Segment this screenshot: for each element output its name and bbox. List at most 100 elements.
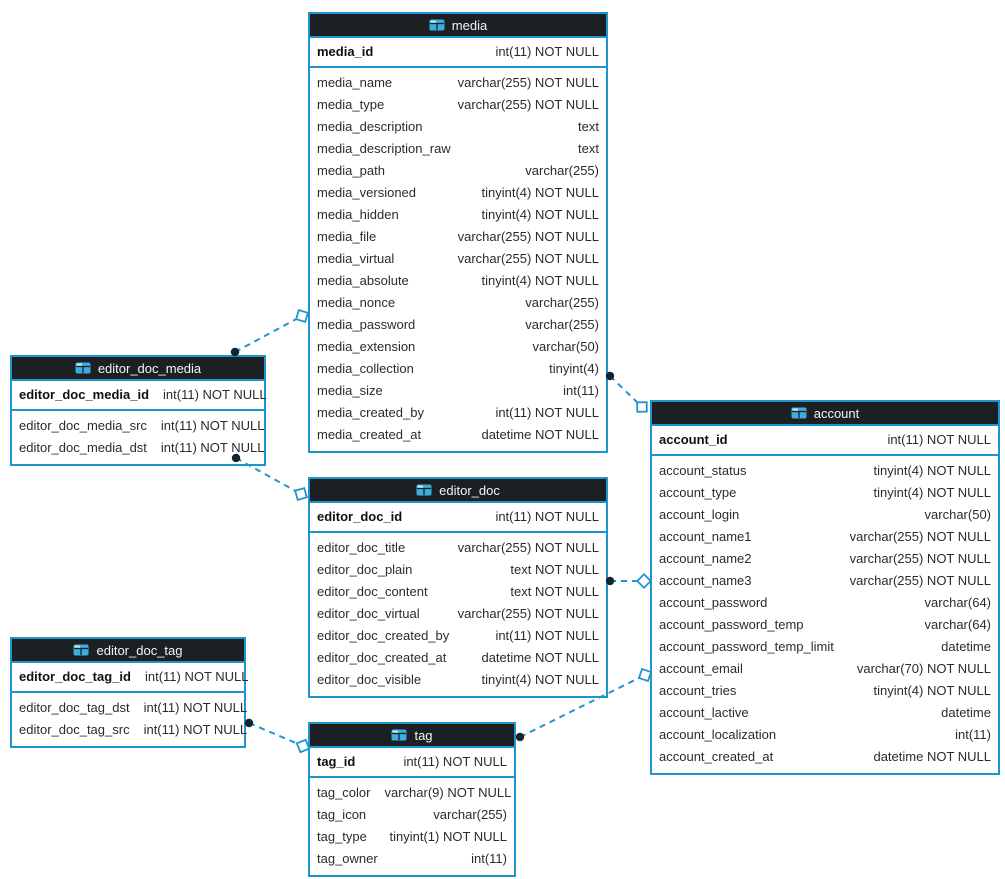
column-row-tag-tag_owner: tag_owner int(11) xyxy=(310,848,514,870)
column-row-account-account_login: account_login varchar(50) xyxy=(652,504,998,526)
column-type: int(11) NOT NULL xyxy=(495,509,599,524)
column-name: account_type xyxy=(659,485,737,500)
column-type: varchar(255) xyxy=(525,317,599,332)
column-name: account_status xyxy=(659,463,747,478)
column-name: tag_owner xyxy=(317,851,378,866)
column-type: int(11) NOT NULL xyxy=(887,432,991,447)
column-type: varchar(255) xyxy=(525,163,599,178)
column-name: tag_color xyxy=(317,785,371,800)
table-header-editor_doc_tag[interactable]: editor_doc_tag xyxy=(12,639,244,663)
column-name: account_password_temp xyxy=(659,617,804,632)
column-name: editor_doc_plain xyxy=(317,562,413,577)
column-name: account_password_temp_limit xyxy=(659,639,834,654)
column-type: datetime NOT NULL xyxy=(873,749,991,764)
column-type: text NOT NULL xyxy=(510,562,599,577)
table-title: editor_doc_tag xyxy=(96,642,183,658)
table-editor_doc_media[interactable]: editor_doc_media editor_doc_media_id int(1… xyxy=(10,355,267,466)
column-name: media_created_at xyxy=(317,427,422,442)
column-type: varchar(50) xyxy=(924,507,991,522)
column-name: media_absolute xyxy=(317,273,409,288)
column-name: editor_doc_virtual xyxy=(317,606,420,621)
column-type: int(11) NOT NULL xyxy=(143,722,248,737)
table-header-account[interactable]: account xyxy=(652,402,998,426)
connection-editor_doc-to-account xyxy=(605,573,652,589)
column-type: tinyint(4) NOT NULL xyxy=(481,672,599,687)
column-type: tinyint(1) NOT NULL xyxy=(389,829,507,844)
column-type: datetime xyxy=(941,705,991,720)
column-type: int(11) NOT NULL xyxy=(495,628,599,643)
column-row-account-account_email: account_email varchar(70) NOT NULL xyxy=(652,658,998,680)
column-type: int(11) NOT NULL xyxy=(495,44,599,59)
column-name: editor_doc_created_by xyxy=(317,628,450,643)
table-header-editor_doc[interactable]: editor_doc xyxy=(310,479,606,503)
column-type: tinyint(4) xyxy=(549,361,599,376)
column-name: account_name2 xyxy=(659,551,752,566)
column-name: editor_doc_title xyxy=(317,540,406,555)
column-type: int(11) xyxy=(471,851,507,866)
column-type: int(11) xyxy=(563,383,599,398)
column-name: editor_doc_media_dst xyxy=(19,440,147,455)
column-type: varchar(255) NOT NULL xyxy=(457,606,599,621)
column-name: media_description_raw xyxy=(317,141,451,156)
table-icon xyxy=(73,644,89,656)
column-type: int(11) NOT NULL xyxy=(163,387,267,402)
connection-editor_doc_tag-to-tag xyxy=(244,718,311,754)
table-header-editor_doc_media[interactable]: editor_doc_media xyxy=(12,357,264,381)
column-name: editor_doc_visible xyxy=(317,672,422,687)
table-title: editor_doc xyxy=(439,482,500,498)
column-name: media_path xyxy=(317,163,385,178)
column-type: varchar(64) xyxy=(924,595,991,610)
column-type: varchar(255) xyxy=(433,807,507,822)
column-type: datetime xyxy=(941,639,991,654)
column-type: datetime NOT NULL xyxy=(481,650,599,665)
primary-key-name: editor_doc_media_id xyxy=(19,387,150,402)
table-header-tag[interactable]: tag xyxy=(310,724,514,748)
column-name: editor_doc_tag_dst xyxy=(19,700,130,715)
column-type: int(11) NOT NULL xyxy=(160,418,265,433)
connector-diamond-endpoint xyxy=(636,573,652,589)
column-name: account_email xyxy=(659,661,743,676)
column-name: media_file xyxy=(317,229,377,244)
column-type: tinyint(4) NOT NULL xyxy=(481,273,599,288)
primary-key-name: editor_doc_tag_id xyxy=(19,669,131,684)
column-type: varchar(255) NOT NULL xyxy=(457,540,599,555)
column-type: varchar(255) NOT NULL xyxy=(849,573,991,588)
table-title: media xyxy=(451,17,488,33)
column-type: varchar(70) NOT NULL xyxy=(856,661,991,676)
table-header-media[interactable]: media xyxy=(310,14,606,38)
connector-diamond-endpoint xyxy=(294,308,310,324)
column-name: account_login xyxy=(659,507,740,522)
column-type: varchar(50) xyxy=(532,339,599,354)
